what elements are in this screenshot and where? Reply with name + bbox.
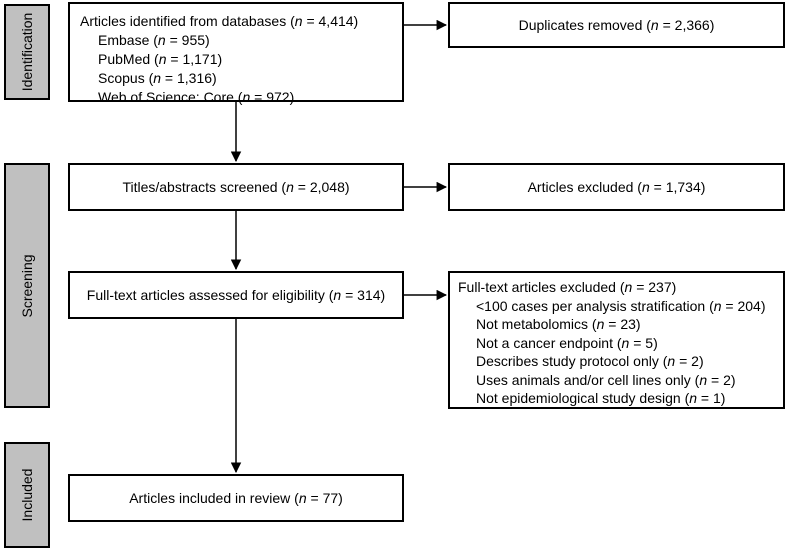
reason-item: Not metabolomics (n = 23) (476, 316, 641, 332)
duplicates-box: Duplicates removed (n = 2,366) (448, 2, 785, 48)
reason-item: Uses animals and/or cell lines only (n =… (476, 371, 736, 388)
screened-text: Titles/abstracts screened (n = 2,048) (122, 178, 350, 195)
source-pubmed: PubMed (n = 1,171) (98, 51, 223, 67)
fulltext-excluded-box: Full-text articles excluded (n = 237) <1… (448, 271, 785, 409)
phase-label-identification: Identification (4, 4, 50, 100)
fulltext-box: Full-text articles assessed for eligibil… (68, 271, 404, 319)
phase-label-included: Included (4, 442, 50, 548)
phase-label-screening: Screening (4, 163, 50, 408)
reason-item: Not a cancer endpoint (n = 5) (476, 334, 658, 351)
reason-item: <100 cases per analysis stratification (… (476, 297, 766, 314)
screened-box: Titles/abstracts screened (n = 2,048) (68, 163, 404, 211)
source-scopus: Scopus (n = 1,316) (98, 70, 217, 86)
identified-title: Articles identified from databases (n = … (80, 13, 359, 29)
source-embase: Embase (n = 955) (98, 32, 210, 48)
included-text: Articles included in review (n = 77) (129, 489, 343, 506)
reason-item: Describes study protocol only (n = 2) (476, 353, 704, 369)
source-web-of-science: Web of Science: Core (n = 972) (98, 89, 295, 105)
included-box: Articles included in review (n = 77) (68, 474, 404, 522)
excluded-abstracts-box: Articles excluded (n = 1,734) (448, 163, 785, 211)
duplicates-text: Duplicates removed (n = 2,366) (518, 16, 715, 33)
fulltext-text: Full-text articles assessed for eligibil… (86, 286, 386, 303)
identified-box: Articles identified from databases (n = … (68, 2, 404, 105)
excluded-abstracts-text: Articles excluded (n = 1,734) (527, 178, 706, 195)
reason-item: Not epidemiological study design (n = 1) (476, 390, 726, 406)
fulltext-excluded-title: Full-text articles excluded (n = 237) (458, 279, 677, 295)
